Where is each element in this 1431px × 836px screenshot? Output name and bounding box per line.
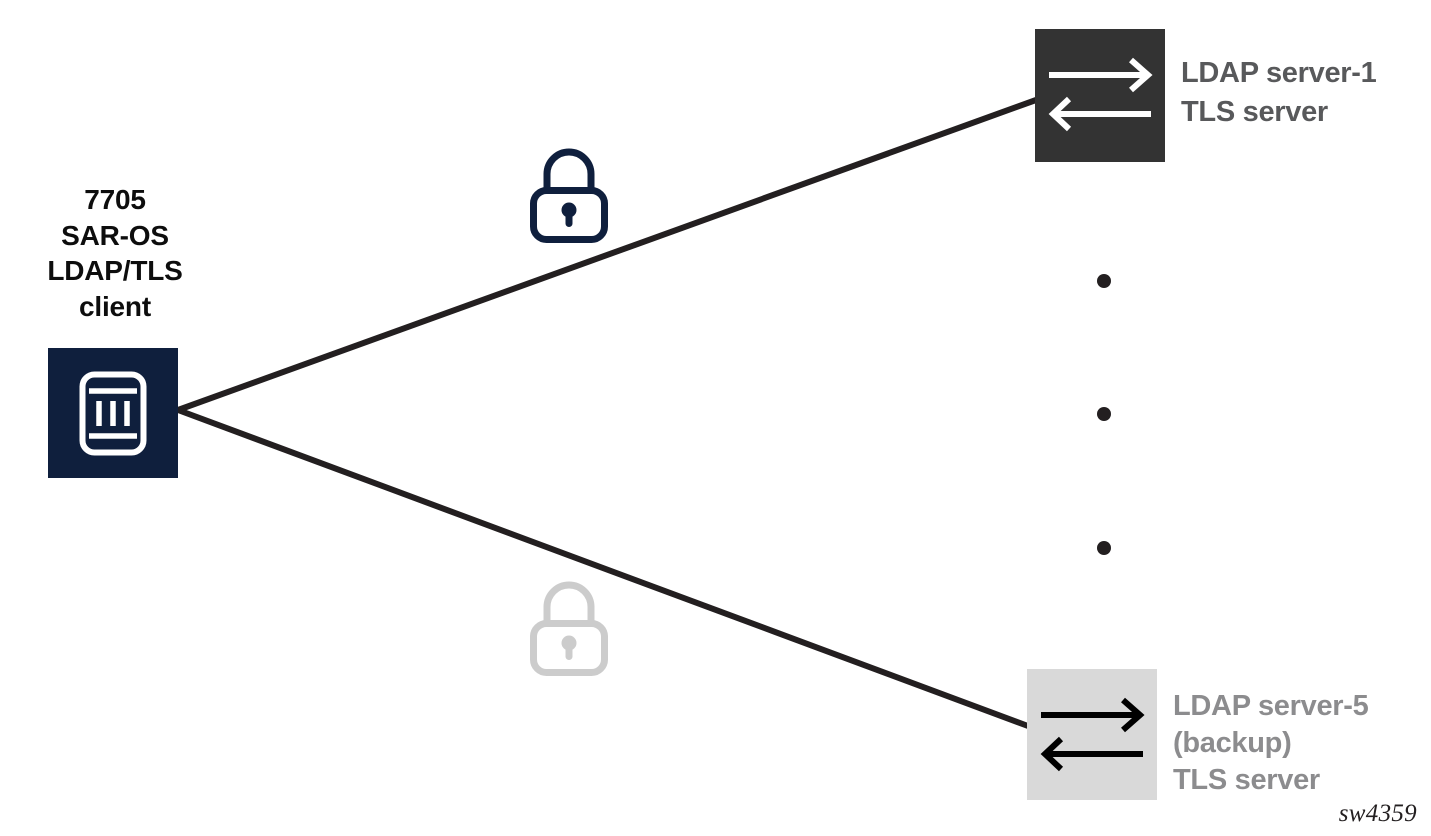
client-node[interactable] [48, 348, 178, 478]
client-label-line-4: client [79, 290, 151, 322]
server-label-ldap-server-1: LDAP server-1 TLS server [1181, 54, 1431, 131]
server-label-ldap-server-5: LDAP server-5 (backup) TLS server [1173, 688, 1428, 799]
server1-label-line-1: LDAP server-1 [1181, 57, 1377, 89]
server5-label-line-2: (backup) [1173, 727, 1292, 760]
server5-label-line-1: LDAP server-5 [1173, 690, 1369, 722]
server5-label-line-3: TLS server [1173, 764, 1320, 797]
client-label-line-3: LDAP/TLS [47, 255, 183, 287]
server-node-ldap-server-1[interactable] [1035, 29, 1165, 162]
bidirectional-arrows-icon [1040, 697, 1145, 772]
client-label-line-2: SAR-OS [61, 219, 169, 251]
bidirectional-arrows-icon [1048, 57, 1153, 132]
client-label: 7705 SAR-OS LDAP/TLS client [0, 182, 230, 324]
server1-label-line-2: TLS server [1181, 95, 1328, 128]
vertical-ellipsis-icon [1097, 541, 1111, 555]
figure-caption: sw4359 [1338, 800, 1417, 827]
lock-icon [530, 148, 608, 243]
lock-icon [530, 581, 608, 676]
vertical-ellipsis-icon [1097, 407, 1111, 421]
connection-client-to-server-5 [176, 407, 1030, 729]
connection-client-to-server-1 [176, 97, 1038, 413]
router-device-icon [79, 371, 147, 456]
vertical-ellipsis-icon [1097, 274, 1111, 288]
server-node-ldap-server-5[interactable] [1027, 669, 1157, 800]
client-label-line-1: 7705 [84, 184, 146, 215]
